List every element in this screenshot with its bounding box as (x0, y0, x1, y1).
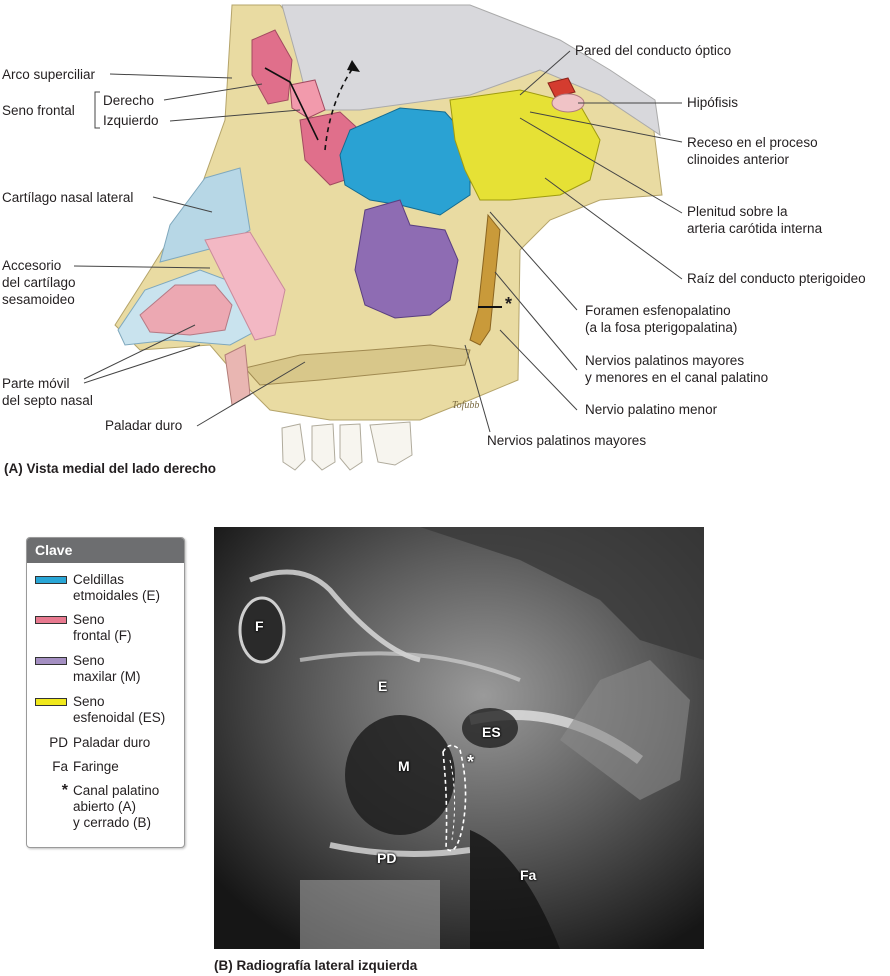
legend-abbr: Fa (52, 759, 68, 774)
swatch-etmoidales (35, 576, 67, 584)
xray-label-M: M (398, 758, 410, 774)
xray-label-E: E (378, 678, 388, 694)
legend-text: Canal palatino (73, 783, 160, 798)
label-foramen: Foramen esfenopalatino (585, 303, 731, 318)
xray-frontal-bone (249, 569, 421, 663)
xray-hard-palate (329, 842, 471, 857)
legend-text: abierto (A) (73, 799, 137, 814)
legend-key: Clave Celdillas etmoidales (E) Seno fron… (26, 537, 185, 848)
label-paladar-duro: Paladar duro (105, 418, 183, 433)
xray-palatine-canal-inner (449, 759, 456, 841)
xray-pterygoid-plate (560, 660, 690, 800)
label-raiz-pterigoideo: Raíz del conducto pterigoideo (687, 271, 866, 286)
swatch-esfenoidal (35, 698, 67, 706)
xray-maxilla-teeth (300, 880, 440, 949)
nostril (139, 284, 233, 336)
optic-canal (547, 77, 576, 98)
leader-lines (73, 50, 683, 433)
tooth (369, 421, 413, 466)
legend-text: esfenoidal (ES) (73, 710, 166, 725)
xray-skull-vault (214, 527, 704, 660)
label-parte-movil: Parte móvil (2, 376, 70, 391)
medial-view-illustration: Tofubb (73, 4, 683, 471)
legend-abbr: * (61, 782, 68, 799)
label-plenitud-2: arteria carótida interna (687, 221, 823, 236)
xray-label-PD: PD (377, 850, 397, 866)
label-nervios-canal-2: y menores en el canal palatino (585, 370, 769, 385)
xray-sphenoid-sinus (462, 708, 518, 748)
label-asterisk-a: * (505, 294, 513, 314)
legend-title: Clave (27, 538, 184, 563)
label-seno-frontal: Seno frontal (2, 103, 75, 118)
swatch-maxilar (35, 657, 67, 665)
legend-text: Faringe (73, 759, 119, 774)
frontal-sinus-arrow (264, 67, 319, 141)
xray-maxillary-sinus (345, 715, 455, 835)
label-receso: Receso en el proceso (687, 135, 818, 150)
hard-palate (244, 344, 471, 386)
label-cartilago-nasal-lateral: Cartílago nasal lateral (2, 190, 134, 205)
xray-label-asterisk: * (467, 752, 475, 772)
label-plenitud: Plenitud sobre la (687, 204, 788, 219)
label-accesorio-3: sesamoideo (2, 292, 75, 307)
legend-text: Paladar duro (73, 735, 151, 750)
legend-text: etmoidales (E) (73, 588, 161, 603)
tooth (311, 423, 336, 471)
caption-panel-a: (A) Vista medial del lado derecho (4, 461, 217, 476)
label-foramen-2: (a la fosa pterigopalatina) (585, 320, 738, 335)
maxillary-sinus (354, 199, 459, 319)
xray-label-ES: ES (482, 724, 501, 740)
label-izquierdo: Izquierdo (103, 113, 159, 128)
label-derecho: Derecho (103, 93, 155, 108)
frontal-sinus-right (251, 29, 293, 105)
palatine-canal (469, 213, 501, 346)
legend-text: Seno (73, 694, 105, 709)
xray-frontal-sinus (238, 596, 286, 664)
label-accesorio: Accesorio (2, 258, 62, 273)
xray-pharynx (470, 830, 560, 949)
label-parte-movil-2: del septo nasal (2, 393, 93, 408)
sesamoid-cartilage (204, 231, 286, 341)
caption-panel-b: (B) Radiografía lateral izquierda (214, 958, 418, 973)
artist-signature: Tofubb (452, 400, 479, 411)
xray-label-Fa: Fa (520, 867, 537, 883)
xray-palatine-canal (442, 744, 467, 852)
tooth (339, 423, 363, 471)
legend-text: maxilar (M) (73, 669, 141, 684)
label-receso-2: clinoides anterior (687, 152, 790, 167)
arrow-head (347, 60, 360, 72)
tooth (281, 423, 306, 471)
legend-text: Celdillas (73, 572, 125, 587)
legend-abbr: PD (49, 735, 68, 750)
ethmoidal-cells (339, 107, 471, 216)
legend-text: Seno (73, 612, 105, 627)
label-nervio-menor: Nervio palatino menor (585, 402, 718, 417)
label-nervios-canal: Nervios palatinos mayores (585, 353, 745, 368)
label-accesorio-2: del cartílago (2, 275, 76, 290)
dashed-arrow (324, 64, 356, 151)
xray-orbit (299, 651, 521, 682)
frontal-sinus-left (289, 79, 326, 119)
label-pared-conducto-optico: Pared del conducto óptico (575, 43, 732, 58)
swatch-frontal (35, 616, 67, 624)
legend-text: frontal (F) (73, 628, 132, 643)
legend-text: y cerrado (B) (73, 815, 152, 830)
legend-text: Seno (73, 653, 105, 668)
xray-label-F: F (255, 618, 264, 634)
label-nervios-mayores: Nervios palatinos mayores (487, 433, 647, 448)
label-hipofisis: Hipófisis (687, 95, 739, 110)
label-arco-superciliar: Arco superciliar (2, 67, 96, 82)
